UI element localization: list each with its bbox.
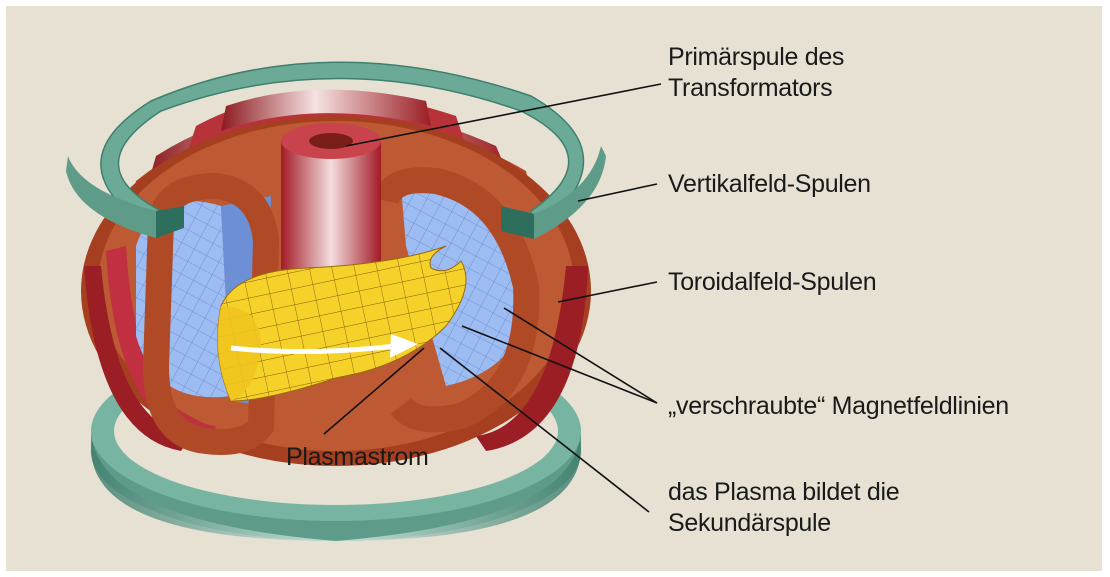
label-primary-coil: Primärspule des Transformators xyxy=(668,42,844,104)
tokamak-illustration xyxy=(6,6,1102,571)
label-secondary-coil: das Plasma bildet die Sekundärspule xyxy=(668,477,899,539)
label-vertical-field-coils: Vertikalfeld-Spulen xyxy=(668,169,871,200)
label-plasma-current: Plasmastrom xyxy=(286,442,429,473)
label-magnetic-field-lines: „verschraubte“ Magnetfeldlinien xyxy=(668,391,1009,422)
label-toroidal-field-coils: Toroidalfeld-Spulen xyxy=(668,267,876,298)
diagram-frame: Primärspule des Transformators Vertikalf… xyxy=(6,6,1102,571)
